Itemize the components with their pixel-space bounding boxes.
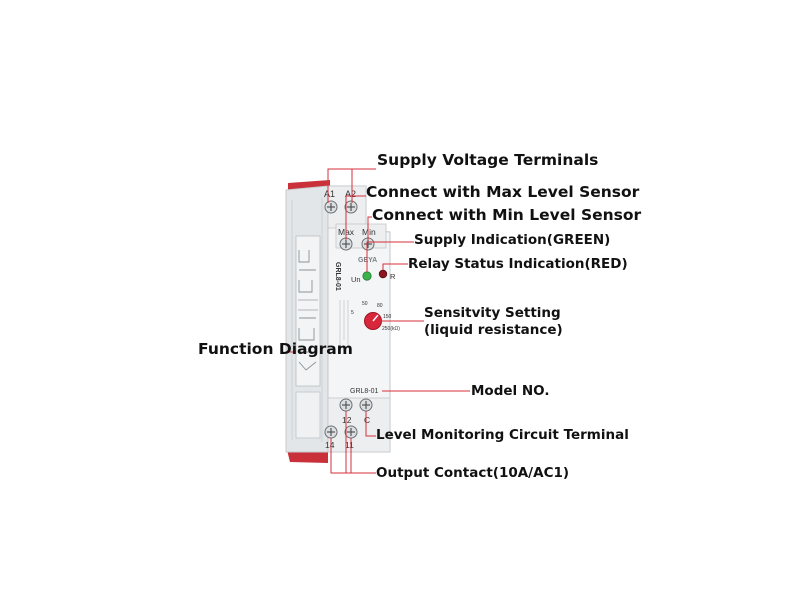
callout-leader-lines	[286, 168, 470, 474]
leader-level-monitoring	[365, 411, 376, 437]
leader-supply-indication	[366, 241, 414, 272]
callout-sensitivity-setting-sub: (liquid resistance)	[424, 322, 563, 338]
terminal-label-14: 14	[325, 440, 335, 450]
leader-max-sensor	[345, 195, 366, 240]
front-model-label: GRL8-01	[350, 388, 379, 395]
terminal-label-a1: A1	[324, 189, 335, 199]
terminal-11-screw	[344, 425, 358, 439]
terminal-12-screw	[339, 398, 353, 412]
terminal-label-12: 12	[342, 415, 352, 425]
led-label-un: Un	[351, 275, 361, 284]
leader-min-sensor	[367, 216, 372, 240]
relay-device: GRL8-01 A1 A2 Max Min	[285, 180, 400, 463]
dial-mark-80: 80	[377, 303, 383, 309]
leader-supply-voltage	[327, 168, 376, 203]
terminal-c-screw	[359, 398, 373, 412]
terminal-14-screw	[324, 425, 338, 439]
callout-model-no: Model NO.	[471, 383, 550, 399]
terminal-a2-screw	[344, 200, 358, 214]
callout-min-level-sensor: Connect with Min Level Sensor	[372, 206, 642, 224]
callout-max-level-sensor: Connect with Max Level Sensor	[366, 183, 640, 201]
terminal-max-screw	[339, 237, 353, 251]
dial-mark-5: 5	[351, 310, 354, 316]
dial-mark-150: 150	[383, 314, 392, 320]
leader-relay-status	[382, 263, 408, 270]
callout-relay-status-indication: Relay Status Indication(RED)	[408, 256, 628, 272]
leader-output-contact	[330, 438, 376, 474]
led-label-r: R	[390, 272, 396, 281]
vertical-model-label: GRL8-01	[334, 262, 341, 291]
brand-logo: GEYA	[358, 257, 377, 264]
callout-function-diagram: Function Diagram	[198, 340, 353, 358]
sensitivity-dial: 5 50 80 150 250(kΩ)	[351, 301, 400, 332]
callout-supply-voltage-terminals: Supply Voltage Terminals	[377, 151, 599, 169]
supply-led-green	[362, 271, 372, 281]
terminal-label-min: Min	[362, 227, 376, 237]
callout-output-contact: Output Contact(10A/AC1)	[376, 465, 570, 481]
terminal-a1-screw	[324, 200, 338, 214]
dial-mark-50: 50	[362, 301, 368, 307]
terminal-label-c: C	[364, 415, 370, 425]
callout-level-monitoring-terminal: Level Monitoring Circuit Terminal	[376, 427, 629, 443]
terminal-label-11: 11	[345, 440, 354, 450]
function-diagram-graphic	[295, 235, 321, 387]
callout-supply-indication: Supply Indication(GREEN)	[414, 232, 611, 248]
terminal-label-a2: A2	[345, 189, 356, 199]
dial-mark-250: 250(kΩ)	[382, 326, 400, 332]
terminal-min-screw	[361, 237, 375, 251]
callout-sensitivity-setting: Sensitvity Setting	[424, 305, 561, 321]
relay-led-red	[378, 269, 388, 279]
